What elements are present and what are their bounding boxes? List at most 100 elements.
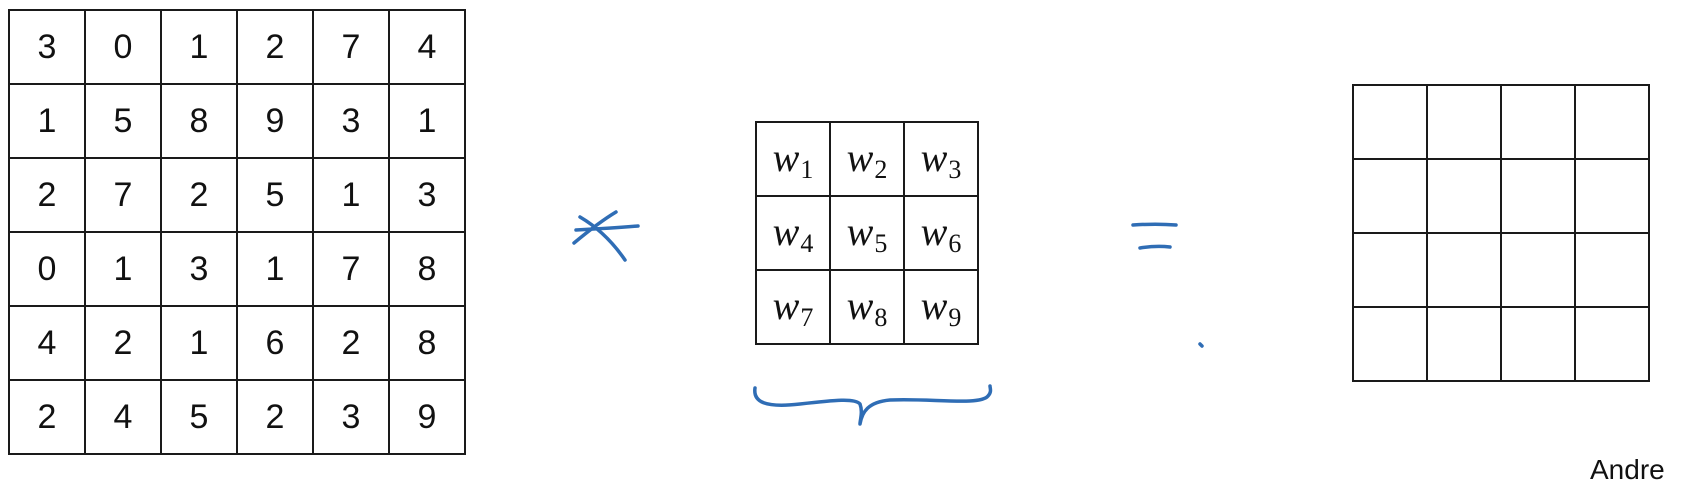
input-matrix-cell: 3 bbox=[388, 157, 466, 233]
output-matrix-cell bbox=[1500, 306, 1576, 382]
input-matrix-cell: 1 bbox=[8, 83, 86, 159]
filter-matrix-cell: w5 bbox=[829, 195, 905, 271]
input-matrix-cell: 8 bbox=[388, 305, 466, 381]
input-matrix-cell: 1 bbox=[160, 305, 238, 381]
output-matrix-body bbox=[1352, 84, 1650, 382]
author-signature: Andre bbox=[1590, 454, 1665, 485]
weight-subscript: 7 bbox=[800, 302, 814, 332]
input-matrix-cell: 0 bbox=[8, 231, 86, 307]
output-matrix-cell bbox=[1352, 158, 1428, 234]
stray-ink-dot-icon bbox=[1198, 342, 1204, 348]
filter-matrix-cell: w1 bbox=[755, 121, 831, 197]
output-matrix-cell bbox=[1574, 158, 1650, 234]
input-matrix-cell: 2 bbox=[236, 379, 314, 455]
input-matrix-cell: 1 bbox=[84, 231, 162, 307]
input-matrix-cell: 4 bbox=[84, 379, 162, 455]
input-matrix-cell: 7 bbox=[84, 157, 162, 233]
weight-symbol: w bbox=[920, 208, 948, 254]
weight-symbol: w bbox=[772, 134, 800, 180]
input-matrix-cell: 6 bbox=[236, 305, 314, 381]
output-matrix-cell bbox=[1574, 232, 1650, 308]
weight-subscript: 6 bbox=[948, 228, 962, 258]
input-matrix-cell: 3 bbox=[8, 9, 86, 85]
input-matrix-cell: 7 bbox=[312, 9, 390, 85]
weight-symbol: w bbox=[846, 282, 874, 328]
convolution-asterisk-icon bbox=[572, 210, 640, 262]
output-matrix-cell bbox=[1352, 232, 1428, 308]
input-matrix-cell: 5 bbox=[236, 157, 314, 233]
output-matrix-cell bbox=[1574, 306, 1650, 382]
output-matrix-cell bbox=[1426, 158, 1502, 234]
output-matrix-cell bbox=[1574, 84, 1650, 160]
input-matrix-cell: 8 bbox=[160, 83, 238, 159]
weight-symbol: w bbox=[920, 282, 948, 328]
weight-subscript: 5 bbox=[874, 228, 888, 258]
input-matrix-cell: 2 bbox=[160, 157, 238, 233]
input-matrix-cell: 0 bbox=[84, 9, 162, 85]
filter-matrix-cell: w3 bbox=[903, 121, 979, 197]
output-matrix-row bbox=[1352, 84, 1650, 160]
weight-subscript: 3 bbox=[948, 154, 962, 184]
weight-subscript: 9 bbox=[948, 302, 962, 332]
input-matrix-cell: 3 bbox=[160, 231, 238, 307]
input-matrix-cell: 1 bbox=[160, 9, 238, 85]
filter-matrix-cell: w9 bbox=[903, 269, 979, 345]
output-matrix-cell bbox=[1500, 84, 1576, 160]
input-matrix-cell: 4 bbox=[388, 9, 466, 85]
weight-symbol: w bbox=[846, 208, 874, 254]
output-matrix-cell bbox=[1426, 232, 1502, 308]
input-matrix-cell: 1 bbox=[236, 231, 314, 307]
weight-symbol: w bbox=[772, 282, 800, 328]
input-matrix-cell: 9 bbox=[388, 379, 466, 455]
output-matrix-cell bbox=[1426, 84, 1502, 160]
output-matrix-cell bbox=[1500, 158, 1576, 234]
input-matrix-cell: 7 bbox=[312, 231, 390, 307]
input-matrix-cell: 1 bbox=[388, 83, 466, 159]
output-matrix-row bbox=[1352, 306, 1650, 382]
input-matrix-cell: 4 bbox=[8, 305, 86, 381]
filter-matrix-cell: w6 bbox=[903, 195, 979, 271]
equals-sign-icon bbox=[1131, 222, 1178, 250]
input-matrix-cell: 5 bbox=[84, 83, 162, 159]
input-matrix-cell: 9 bbox=[236, 83, 314, 159]
underbrace-icon bbox=[753, 384, 993, 426]
weight-subscript: 8 bbox=[874, 302, 888, 332]
filter-matrix-cell: w4 bbox=[755, 195, 831, 271]
input-matrix-cell: 2 bbox=[236, 9, 314, 85]
input-matrix-cell: 2 bbox=[312, 305, 390, 381]
filter-matrix-cell: w7 bbox=[755, 269, 831, 345]
weight-symbol: w bbox=[846, 134, 874, 180]
input-matrix-cell: 2 bbox=[8, 379, 86, 455]
weight-symbol: w bbox=[772, 208, 800, 254]
input-matrix-cell: 3 bbox=[312, 379, 390, 455]
input-matrix-cell: 2 bbox=[8, 157, 86, 233]
output-matrix-row bbox=[1352, 232, 1650, 308]
output-matrix-cell bbox=[1426, 306, 1502, 382]
input-matrix-cell: 3 bbox=[312, 83, 390, 159]
output-matrix-cell bbox=[1500, 232, 1576, 308]
filter-matrix-cell: w2 bbox=[829, 121, 905, 197]
weight-subscript: 4 bbox=[800, 228, 814, 258]
input-matrix-cell: 8 bbox=[388, 231, 466, 307]
input-matrix-cell: 1 bbox=[312, 157, 390, 233]
weight-symbol: w bbox=[920, 134, 948, 180]
weight-subscript: 2 bbox=[874, 154, 888, 184]
filter-matrix-cell: w8 bbox=[829, 269, 905, 345]
weight-subscript: 1 bbox=[800, 154, 814, 184]
output-matrix-row bbox=[1352, 158, 1650, 234]
input-matrix-cell: 5 bbox=[160, 379, 238, 455]
output-matrix-cell bbox=[1352, 306, 1428, 382]
